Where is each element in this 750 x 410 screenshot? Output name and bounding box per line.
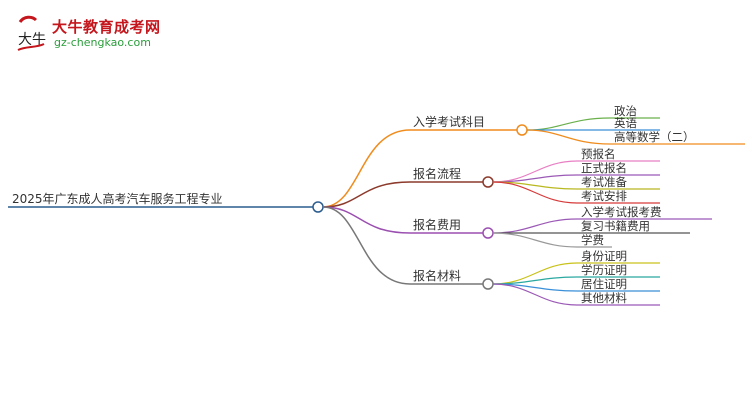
branch-label-registration-process: 报名流程 [413, 167, 462, 181]
branch-label-registration-fees: 报名费用 [413, 218, 462, 232]
root-label: 2025年广东成人高考汽车服务工程专业 [12, 192, 223, 206]
leaf-connector [526, 117, 660, 131]
connector-b4 [322, 206, 411, 285]
leaf-residence-proof: 居住证明 [581, 277, 627, 291]
leaf-politics: 政治 [614, 104, 637, 118]
logo-mark-text: 大牛 [18, 32, 46, 48]
leaf-connector [492, 160, 660, 183]
site-name: 大牛教育成考网 [52, 18, 161, 36]
connector-b3 [322, 206, 411, 234]
leaf-pre-registration: 预报名 [581, 147, 616, 161]
b3-node[interactable] [482, 227, 494, 239]
leaf-exam-preparation: 考试准备 [581, 175, 627, 189]
branch-label-registration-materials: 报名材料 [413, 269, 462, 283]
leaf-english: 英语 [614, 116, 637, 130]
leaf-review-books-fee: 复习书籍费用 [581, 219, 650, 233]
bull-logo-icon: 大牛 [17, 15, 46, 51]
leaf-tuition: 学费 [581, 233, 604, 247]
leaf-other-materials: 其他材料 [581, 291, 627, 305]
leaf-formal-registration: 正式报名 [581, 161, 627, 175]
leaf-connector [492, 276, 660, 285]
connector-b2 [322, 181, 411, 208]
leaf-connector [492, 174, 660, 183]
leaf-exam-arrangement: 考试安排 [581, 189, 627, 203]
b1-node[interactable] [516, 124, 528, 136]
b2-node[interactable] [482, 176, 494, 188]
root-node[interactable] [312, 201, 324, 213]
leaf-connector [492, 232, 612, 248]
site-url: gz-chengkao.com [54, 36, 151, 49]
leaf-connector [492, 262, 660, 285]
leaf-connector [526, 129, 745, 145]
leaf-education-proof: 学历证明 [581, 263, 627, 277]
leaf-advanced-math: 高等数学（二） [614, 130, 695, 144]
site-logo: 大牛 大牛教育成考网 gz-chengkao.com [14, 14, 184, 58]
leaf-connector [492, 283, 660, 306]
branch-label-exam-subjects: 入学考试科目 [413, 115, 486, 129]
b4-node[interactable] [482, 278, 494, 290]
leaf-connector [492, 181, 660, 204]
leaf-identity-proof: 身份证明 [581, 249, 627, 263]
connector-b1 [322, 129, 411, 208]
leaf-entrance-exam-fee: 入学考试报考费 [581, 205, 662, 219]
